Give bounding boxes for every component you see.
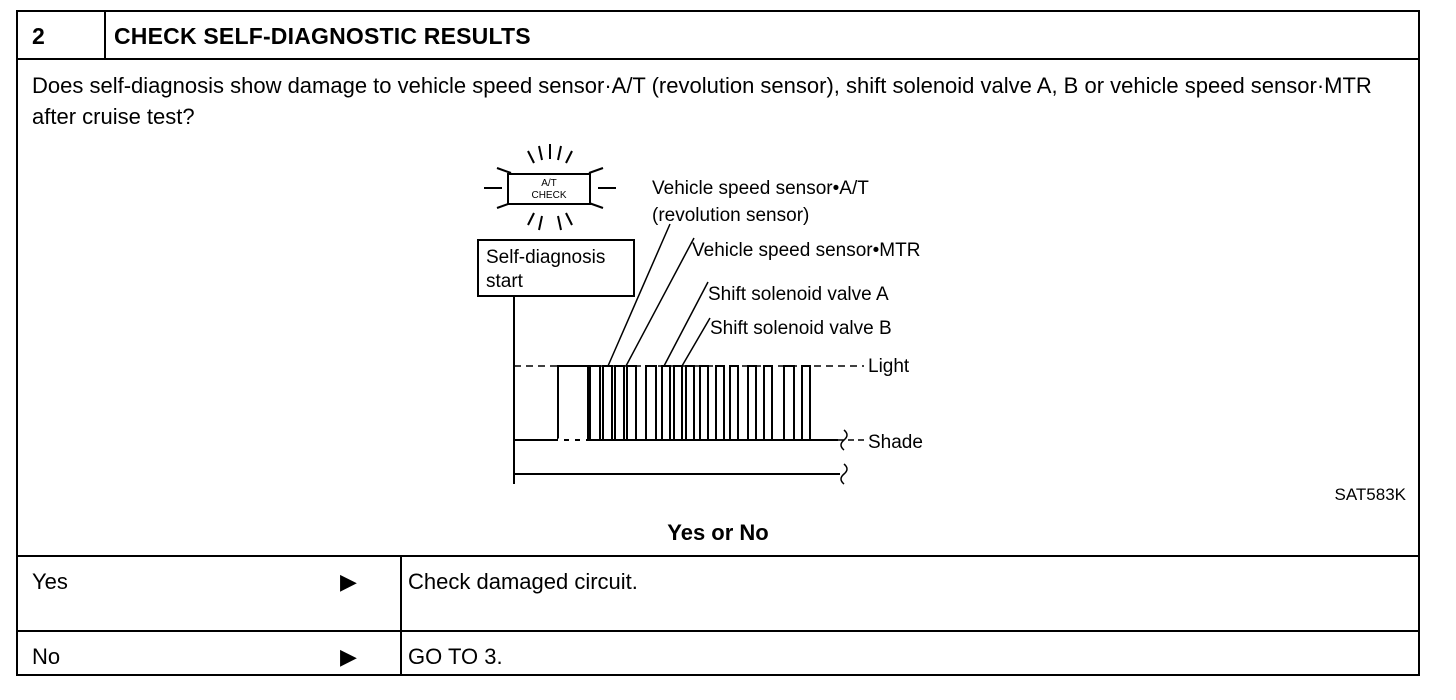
answer-prompt: Yes or No <box>667 520 769 545</box>
column-divider <box>400 632 402 676</box>
label-vss-mtr: Vehicle speed sensor•MTR <box>692 240 920 261</box>
label-shade: Shade <box>868 432 923 453</box>
self-diagnosis-waveform-diagram: A/T CHECK Self-diagnosis start <box>477 144 923 485</box>
label-vss-at-1: Vehicle speed sensor•A/T <box>652 178 869 199</box>
start-box-label-2: start <box>486 271 524 292</box>
answer-label: No <box>32 644 61 669</box>
arrow-right-icon: ▶ <box>340 644 357 669</box>
lamp-rays <box>484 144 616 231</box>
step-header: 2 CHECK SELF-DIAGNOSTIC RESULTS <box>18 12 1418 60</box>
column-divider <box>400 557 402 630</box>
answer-action: Check damaged circuit. <box>408 569 638 594</box>
step-number: 2 <box>18 12 106 58</box>
answer-action: GO TO 3. <box>408 644 503 669</box>
diagnostic-question: Does self-diagnosis show damage to vehic… <box>32 73 1372 129</box>
answer-row-no: No ▶ GO TO 3. <box>18 630 1418 676</box>
label-leaders <box>607 223 711 367</box>
label-vss-at-2: (revolution sensor) <box>652 205 809 226</box>
diagnostic-step-table: 2 CHECK SELF-DIAGNOSTIC RESULTS Does sel… <box>16 10 1420 676</box>
label-ssv-a: Shift solenoid valve A <box>708 284 889 305</box>
figure-code: SAT583K <box>1334 485 1406 504</box>
diagnostic-pulses <box>557 365 811 440</box>
lamp-label-at: A/T <box>541 178 557 189</box>
break-mark-lower <box>840 463 848 485</box>
break-mark-upper <box>840 429 848 451</box>
answer-row-yes: Yes ▶ Check damaged circuit. <box>18 555 1418 630</box>
start-box-label-1: Self-diagnosis <box>486 247 605 268</box>
label-ssv-b: Shift solenoid valve B <box>710 318 892 339</box>
step-title: CHECK SELF-DIAGNOSTIC RESULTS <box>114 23 531 49</box>
arrow-right-icon: ▶ <box>340 569 357 594</box>
self-diagnosis-start-box <box>477 239 635 297</box>
at-check-lamp <box>507 173 591 205</box>
lamp-label-check: CHECK <box>531 190 566 201</box>
label-light: Light <box>868 356 910 377</box>
answer-label: Yes <box>32 569 68 594</box>
